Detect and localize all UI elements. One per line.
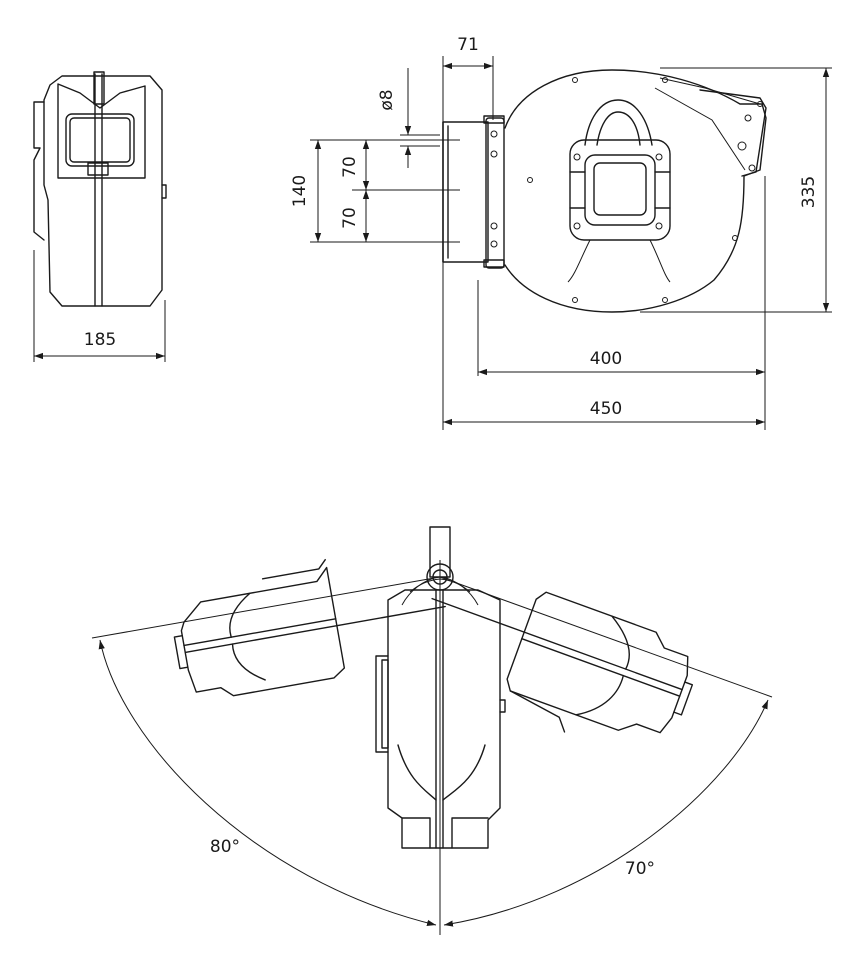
side-view: [33, 71, 167, 362]
dim-450-label: 450: [590, 399, 622, 419]
dim-140-label: 140: [290, 175, 310, 207]
dim-335-label: 335: [799, 176, 819, 208]
dim-70-lower-label: 70: [340, 207, 360, 229]
angle-70-label: 70°: [625, 859, 655, 879]
dim-185-label: 185: [84, 330, 116, 350]
front-view: [310, 56, 832, 430]
dim-70-upper-label: 70: [340, 156, 360, 178]
angle-80-label: 80°: [210, 837, 240, 857]
dim-o8-label: ø8: [377, 89, 397, 110]
dim-71-label: 71: [457, 35, 479, 55]
swivel-view: [91, 526, 773, 935]
front-dimensions: [314, 62, 830, 426]
dim-400-label: 400: [590, 349, 622, 369]
